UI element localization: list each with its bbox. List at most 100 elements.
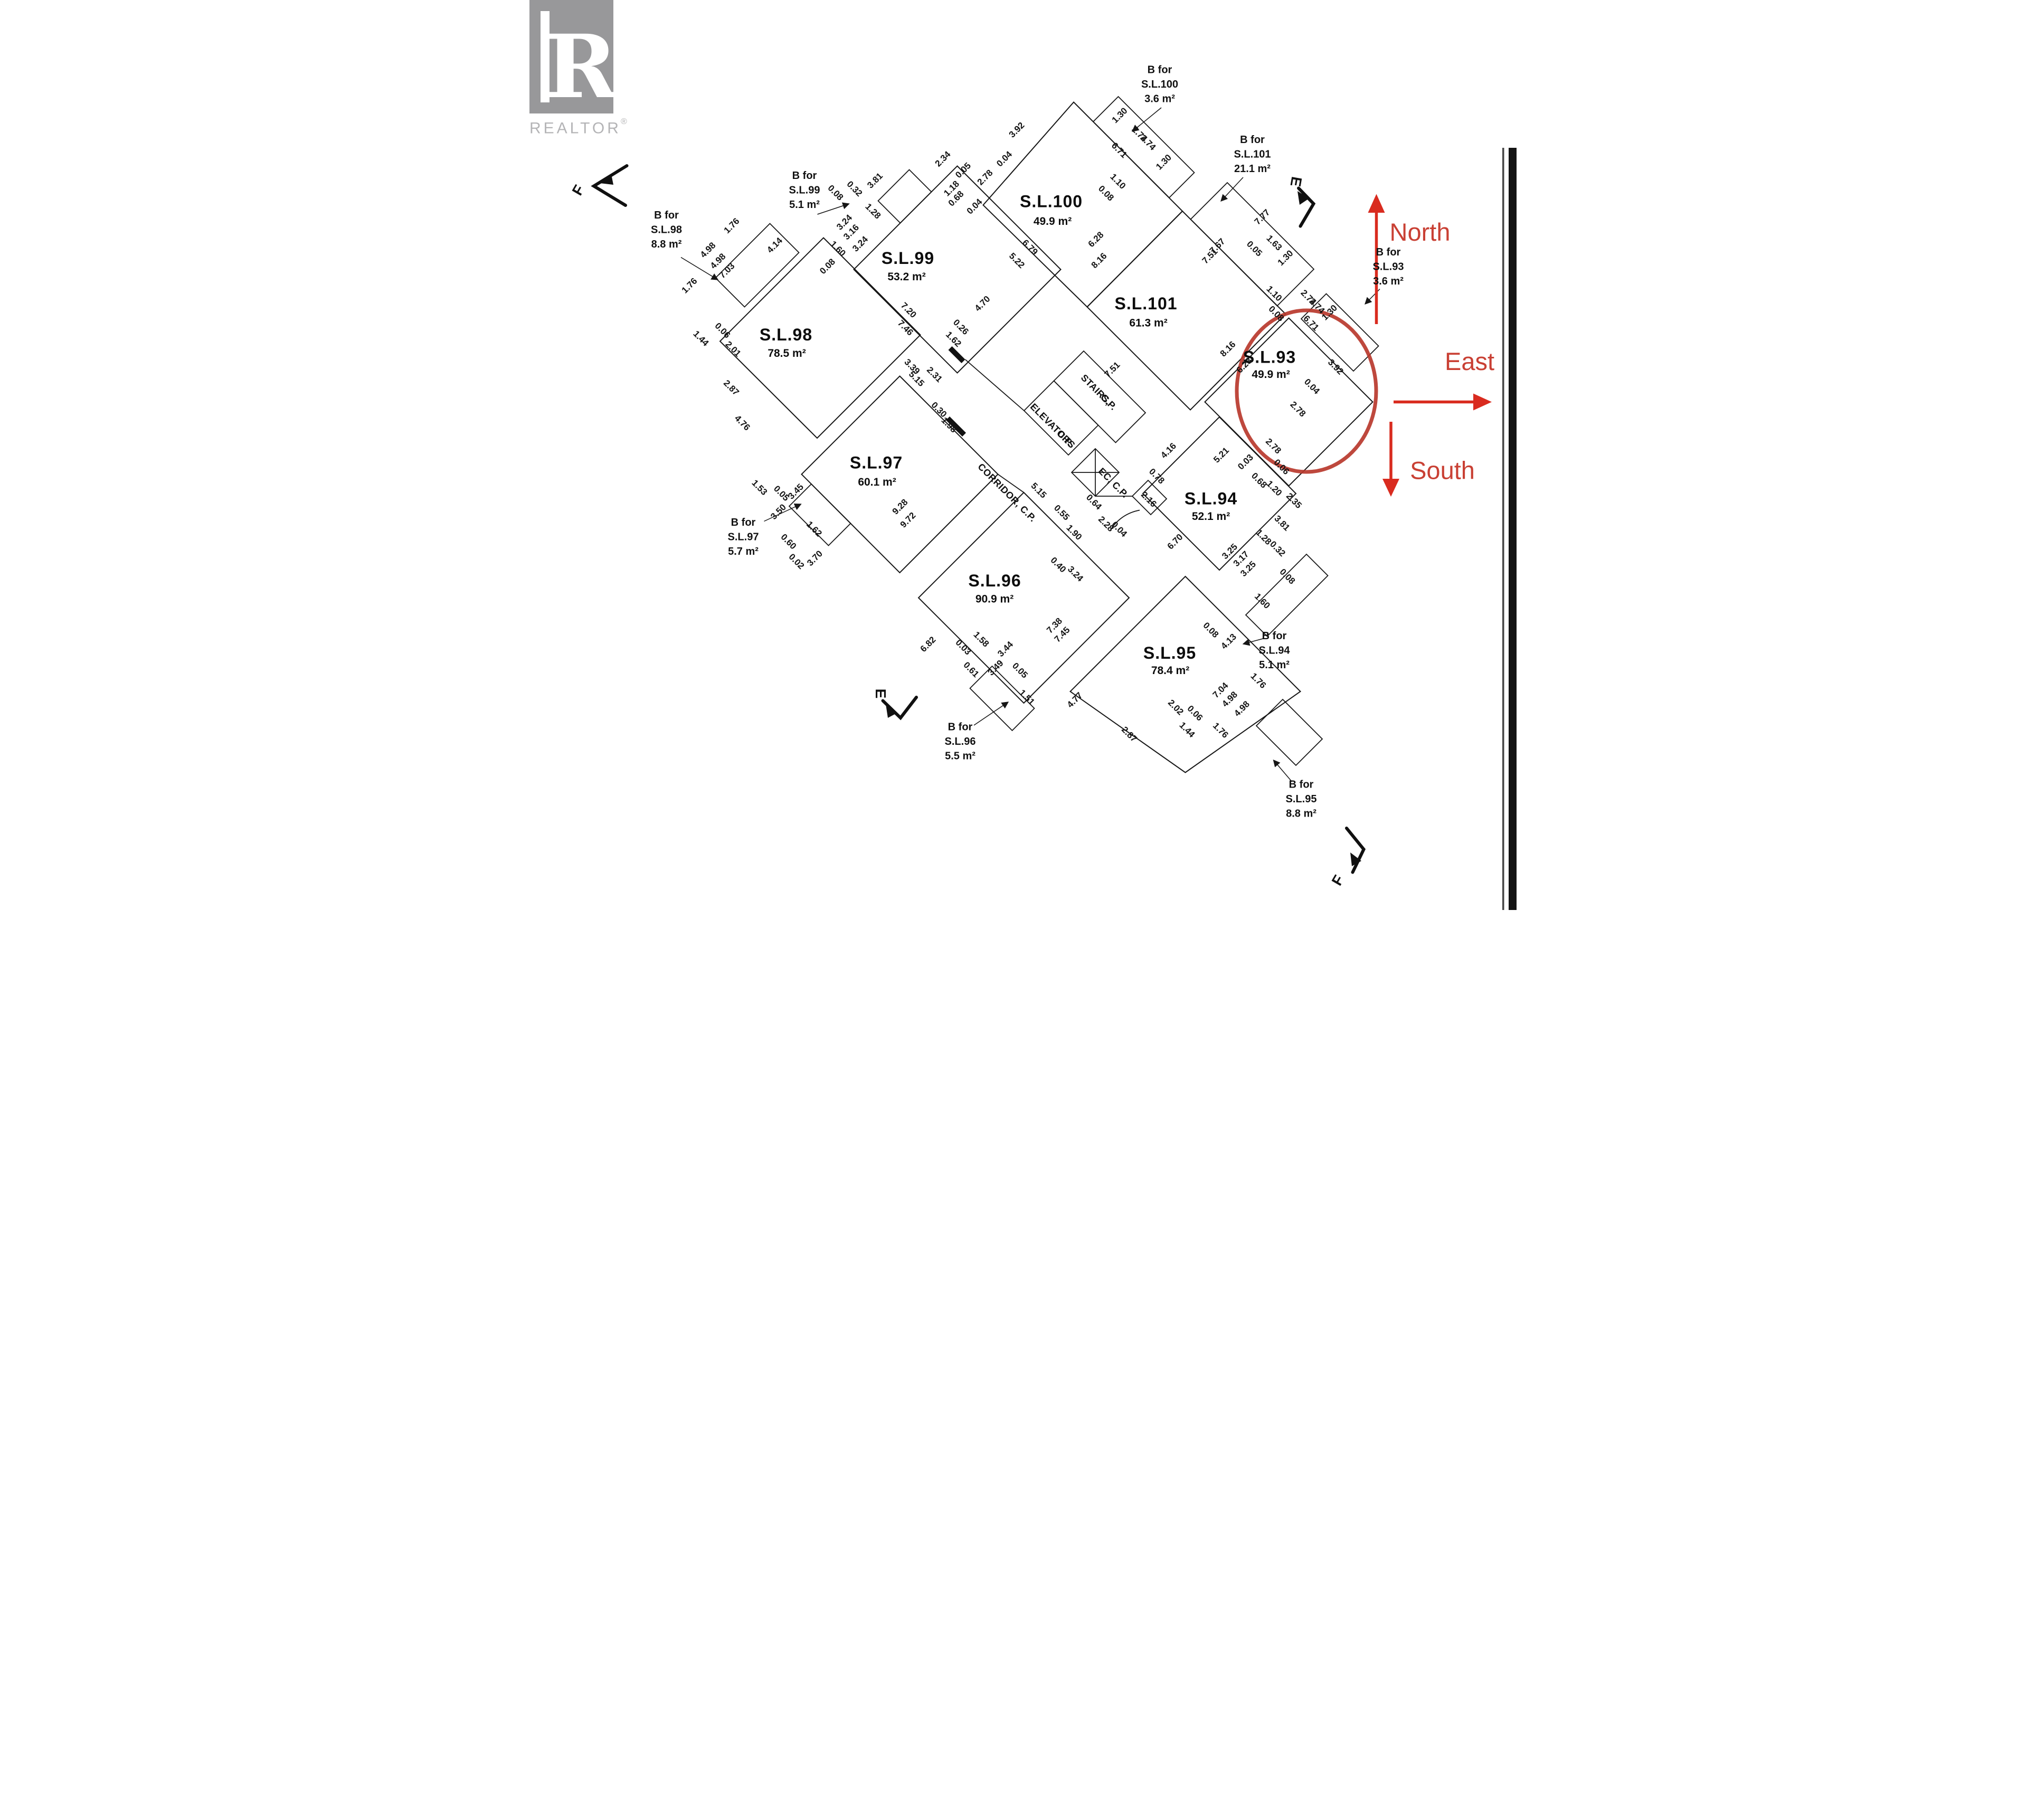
dimension-label-85: 6.70 [1166, 532, 1185, 552]
balcony-sl96 [969, 665, 1035, 732]
dimension-label-48: 0.05 [1245, 239, 1264, 259]
leader-sl100 [1131, 107, 1162, 132]
dimension-label-90: 1.90 [1064, 523, 1084, 542]
unit-outline-sl97 [801, 375, 999, 574]
dimension-label-19: 3.24 [850, 234, 870, 253]
balcony-annotation-7-line-2: 5.1 m² [1259, 659, 1290, 671]
balcony-annotation-0-line-1: S.L.100 [1141, 79, 1178, 90]
dimension-label-38: 8.16 [1090, 251, 1109, 270]
dimension-label-69: 0.68 [1249, 471, 1269, 490]
balcony-annotation-3-line-1: S.L.101 [1234, 149, 1271, 160]
unit-outlines [719, 101, 1374, 773]
sl93-highlight-circle [1235, 308, 1378, 474]
dimension-label-31: 2.87 [722, 378, 741, 397]
dimension-label-116: 4.77 [1065, 690, 1085, 710]
balcony-sl93 [1300, 293, 1379, 372]
dimension-label-111: 1.51 [1017, 688, 1037, 707]
dimension-label-104: 6.82 [918, 634, 938, 654]
leader-sl99 [817, 202, 850, 215]
south-arrow-head [1382, 479, 1399, 497]
unit-outline-sl96 [917, 491, 1130, 704]
dimension-label-6: 0.04 [994, 149, 1014, 168]
balcony-annotation-2-line-0: B for [654, 210, 679, 221]
benchmark-letter-0: F [569, 182, 588, 198]
balcony-annotation-6-line-0: B for [948, 722, 973, 733]
balcony-annotation-3-line-0: B for [1240, 134, 1265, 146]
wall-hatch-2 [946, 416, 966, 437]
dimension-label-51: 1.10 [1108, 172, 1128, 191]
balcony-annotation-4-line-2: 3.6 m² [1373, 276, 1404, 287]
east-arrow-head [1473, 393, 1492, 411]
dimension-label-89: 0.55 [1052, 503, 1072, 523]
leader-sl98 [680, 257, 719, 280]
common-property [946, 346, 1168, 532]
dimension-label-71: 2.35 [1284, 491, 1304, 510]
dimension-label-27: 1.76 [680, 276, 699, 296]
dimension-label-39: 4.70 [973, 294, 992, 314]
leader-sl101 [1220, 177, 1244, 202]
ec-door-arc [1109, 509, 1140, 532]
dimension-label-125: 2.87 [1120, 725, 1139, 744]
benchmark-letter-3: F [1329, 873, 1347, 888]
realtor-wordmark: REALTOR [529, 120, 621, 137]
dimension-label-80: 0.08 [1201, 620, 1220, 640]
leader-sl95 [1273, 759, 1293, 782]
dimension-label-22: 0.08 [818, 257, 837, 276]
balcony-annotation-5-line-0: B for [731, 517, 756, 528]
dimension-label-53: 8.16 [1218, 339, 1238, 359]
dimension-label-56: 1.10 [1264, 284, 1284, 304]
dimension-label-50: 1.30 [1276, 248, 1295, 268]
dimension-label-121: 1.76 [1211, 721, 1230, 740]
strata-plan-page: R REALTOR ® [507, 0, 1520, 910]
balcony-annotation-5-line-1: S.L.97 [728, 532, 759, 543]
unit-label-sl99: S.L.99 [882, 249, 934, 268]
unit-area-sl94: 52.1 m² [1192, 510, 1230, 523]
balcony-annotation-0-line-2: 3.6 m² [1144, 93, 1175, 105]
unit-label-sl94: S.L.94 [1185, 489, 1237, 508]
compass-label-north: North [1390, 218, 1451, 246]
dimension-label-101: 0.60 [779, 532, 798, 552]
dimension-label-52: 0.08 [1096, 184, 1116, 203]
unit-label-sl97: S.L.97 [850, 453, 903, 472]
dimension-label-124: 1.44 [1177, 720, 1197, 740]
dimension-label-108: 3.44 [996, 639, 1015, 659]
unit-area-sl101: 61.3 m² [1129, 317, 1167, 329]
unit-area-sl97: 60.1 m² [858, 476, 896, 488]
corridor-connector [997, 473, 1025, 493]
scan-edge-thick-line [1509, 148, 1517, 910]
dimension-label-13: 3.81 [865, 171, 885, 191]
balcony-annotation-6-line-1: S.L.96 [945, 736, 976, 747]
dimension-label-7: 2.78 [975, 168, 995, 187]
dimension-label-95: 9.72 [898, 510, 918, 530]
red-overlay: North East South [1235, 194, 1494, 497]
dimension-label-10: 0.05 [953, 160, 973, 180]
benchmark-chevron-top-left [591, 164, 629, 207]
dimension-label-36: 5.22 [1007, 251, 1027, 270]
dimension-label-35: 6.79 [1020, 238, 1040, 257]
balcony-annotation-2-line-2: 8.8 m² [651, 239, 682, 250]
unit-area-sl95: 78.4 m² [1151, 665, 1189, 677]
dimension-label-105: 0.61 [961, 660, 981, 679]
realtor-logo: R REALTOR ® [529, 0, 627, 137]
unit-outline-sl95 [1069, 575, 1302, 773]
realtor-logo-bar [541, 11, 550, 102]
balcony-annotation-8-line-0: B for [1289, 779, 1314, 791]
dimension-label-100: 1.62 [804, 519, 824, 539]
stairs-box [1053, 350, 1147, 443]
leader-sl94 [1242, 638, 1263, 646]
balcony-annotation-7-line-1: S.L.94 [1259, 645, 1291, 657]
unit-outline-sl98 [719, 237, 921, 439]
dimension-label-65: 5.21 [1211, 445, 1231, 465]
dimension-label-63: 0.04 [1302, 377, 1322, 396]
balcony-sl99 [877, 169, 932, 224]
unit-area-sl100: 49.9 m² [1034, 215, 1072, 228]
balcony-annotation-8-line-1: S.L.95 [1286, 793, 1317, 805]
dimension-label-94: 9.28 [891, 497, 910, 517]
dimension-label-44: 2.31 [925, 365, 944, 384]
scan-edge-thin-line [1502, 148, 1504, 910]
dimension-label-20: 1.60 [828, 239, 848, 259]
balcony-annotation-4-line-1: S.L.93 [1373, 261, 1404, 273]
unit-label-sl93: S.L.93 [1243, 348, 1296, 367]
benchmark-chevron-top-right [1297, 186, 1316, 228]
